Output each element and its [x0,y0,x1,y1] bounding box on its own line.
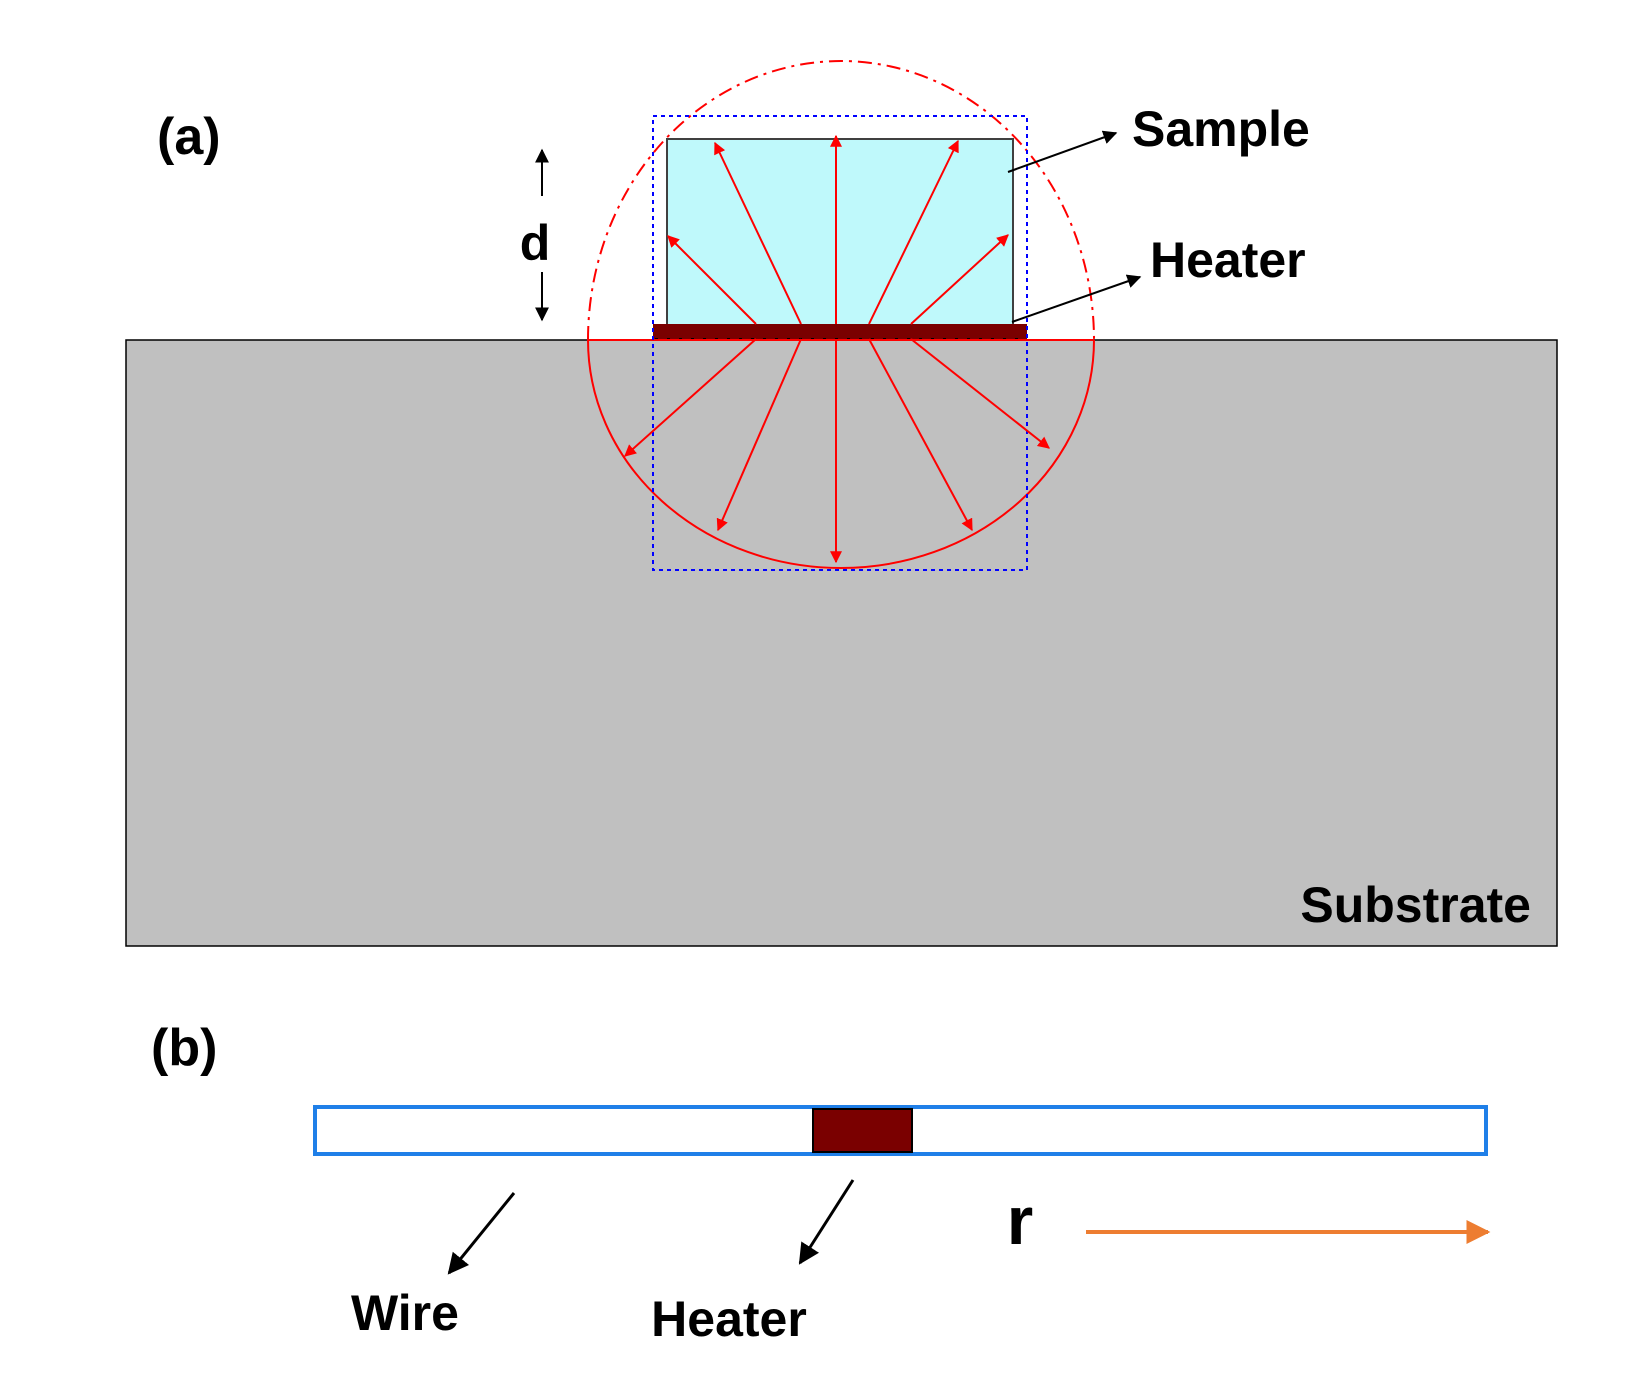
heat-flow-arrows-up [667,134,1009,325]
heat-flow-arrows-down [624,338,1050,564]
wire-heater-pointer-arrow [798,1179,855,1265]
heat-arrow-up [910,234,1009,325]
wire-pointer-arrow [447,1192,516,1275]
heat-arrow-down [910,338,1050,449]
heater-strip [653,324,1027,339]
heater-label: Heater [1150,232,1306,288]
heat-arrow-up [714,141,802,325]
r-axis-label: r [1007,1183,1033,1259]
blue-dotted-box [652,115,1028,571]
heat-arrow-down [868,338,973,532]
sample-pointer-arrow [1007,130,1118,173]
substrate-block [125,339,1558,947]
heat-arrow-down [624,338,757,457]
heater-pointer-arrow [1011,274,1142,323]
dimension-label: d [520,215,551,271]
heat-arrow-up [868,139,959,325]
heat-arrow-down [716,338,802,532]
heat-arrow-up [667,235,757,325]
wire-label: Wire [351,1285,459,1341]
panel-b-label: (b) [151,1019,217,1077]
sample-block [666,138,1014,327]
substrate-label: Substrate [1300,877,1531,933]
wire-heater-label: Heater [651,1291,807,1347]
panel-a-label: (a) [157,108,221,166]
panel-b: (b) Wire Heater r [151,1019,1491,1347]
wire-heater-segment [812,1108,913,1153]
upper-dashed-arc [587,60,1095,341]
sample-label: Sample [1132,101,1310,157]
lower-solid-arc [587,339,1095,569]
panel-a: (a) Substrate [125,60,1558,947]
